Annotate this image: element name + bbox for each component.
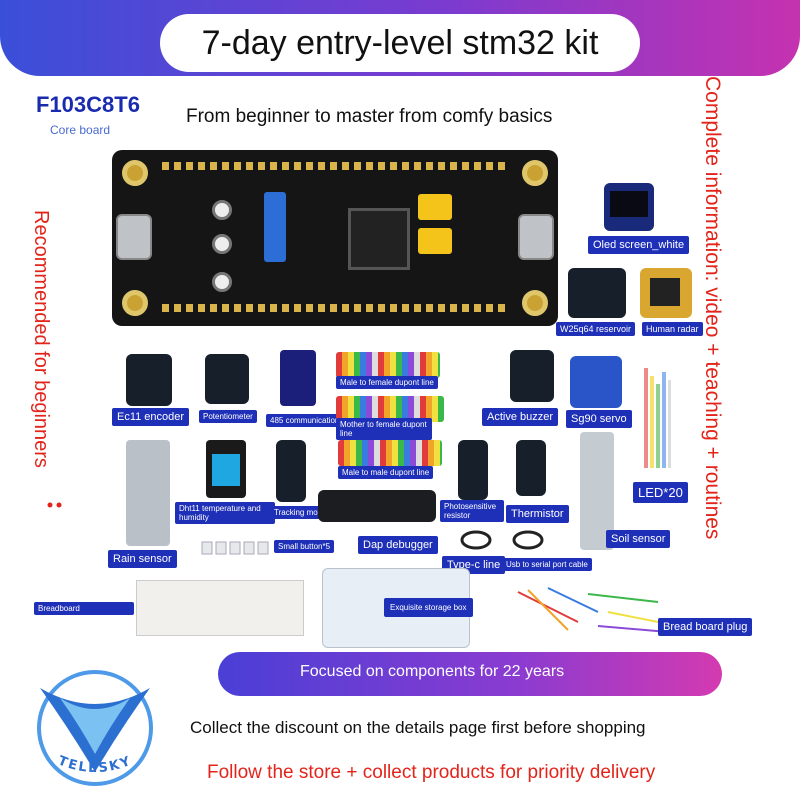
label-bb-plug: Bread board plug xyxy=(658,618,753,636)
label-potentiometer: Potentiometer xyxy=(199,410,257,423)
footer-banner xyxy=(218,652,722,696)
label-storage: Exquisite storage box xyxy=(384,598,473,617)
label-thermistor: Thermistor xyxy=(506,505,569,523)
rs485-image xyxy=(280,350,316,406)
svg-text:TELESKY: TELESKY xyxy=(56,753,134,776)
pin-header-top xyxy=(162,162,508,170)
side-text-right: Complete information: video + teaching +… xyxy=(701,76,724,540)
tagline: From beginner to master from comfy basic… xyxy=(186,106,553,127)
breadboard-image xyxy=(136,580,304,636)
mcu-chip-icon xyxy=(348,208,410,270)
label-photo: Photosensitive resistor xyxy=(440,500,504,522)
label-rs485: 485 communication xyxy=(266,414,344,427)
follow-store-text: Follow the store + collect products for … xyxy=(207,762,656,783)
mount-hole xyxy=(122,160,148,186)
label-oled: Oled screen_white xyxy=(588,236,690,254)
mm-dupont-image xyxy=(338,440,442,466)
servo-image xyxy=(570,356,622,408)
dht11-image xyxy=(206,440,246,498)
label-led: LED*20 xyxy=(633,482,688,503)
label-sg90: Sg90 servo xyxy=(566,410,632,428)
chip-name: F103C8T6 xyxy=(36,92,140,117)
telesky-logo: TELESKY xyxy=(20,660,170,790)
swd-header-icon xyxy=(264,192,286,262)
label-fm-dupont: Mother to female dupont line xyxy=(336,418,432,440)
chip-subtitle: Core board xyxy=(50,123,111,137)
label-rain: Rain sensor xyxy=(108,550,177,568)
label-dht11: Dht11 temperature and humidity xyxy=(175,502,275,524)
mf-dupont-image xyxy=(336,352,440,378)
photoresistor-image xyxy=(458,440,488,500)
mount-hole xyxy=(122,290,148,316)
label-active-buzzer: Active buzzer xyxy=(482,408,559,426)
usb-c-port-icon xyxy=(116,214,152,260)
fm-dupont-image xyxy=(336,396,444,422)
mount-hole xyxy=(522,290,548,316)
label-w25q64: W25q64 reservoir xyxy=(556,322,636,336)
potentiometer-image xyxy=(205,354,249,404)
human-radar-image xyxy=(640,268,692,318)
label-dap: Dap debugger xyxy=(358,536,438,554)
label-human-radar: Human radar xyxy=(642,322,703,336)
label-usb-serial: Usb to serial port cable xyxy=(502,558,592,571)
usb-serial-cable-image xyxy=(510,528,550,552)
jumper-icon xyxy=(418,194,452,220)
label-soil: Soil sensor xyxy=(606,530,671,548)
label-mm-dupont: Male to male dupont line xyxy=(338,466,434,479)
dap-debugger-image xyxy=(318,490,436,522)
page-title: 7-day entry-level stm32 kit xyxy=(160,14,640,72)
pin-header-bottom xyxy=(162,304,508,312)
core-board-image xyxy=(112,150,558,326)
button-icon xyxy=(212,234,232,254)
usb-c-port-icon xyxy=(518,214,554,260)
label-mf-dupont: Male to female dupont line xyxy=(336,376,438,389)
button-icon xyxy=(212,272,232,292)
w25q64-image xyxy=(568,268,626,318)
oled-image xyxy=(604,183,654,231)
rain-sensor-image xyxy=(126,440,170,546)
logo-text: TELESKY xyxy=(56,753,132,776)
jumper-icon xyxy=(418,228,452,254)
red-dots-icon xyxy=(46,496,64,508)
label-small-button: Small button*5 xyxy=(274,540,335,553)
label-ec11: Ec11 encoder xyxy=(112,408,190,426)
type-c-cable-image xyxy=(458,528,494,552)
tracking-image xyxy=(276,440,306,502)
ec11-image xyxy=(126,354,172,406)
side-text-left: Recommended for beginners xyxy=(30,210,52,468)
buzzer-image xyxy=(510,350,554,402)
discount-text: Collect the discount on the details page… xyxy=(190,718,646,737)
label-breadboard: Breadboard xyxy=(34,602,134,615)
leds-image xyxy=(642,364,672,476)
mount-hole xyxy=(522,160,548,186)
thermistor-image xyxy=(516,440,546,496)
small-buttons-image xyxy=(200,536,272,558)
footer-banner-text: Focused on components for 22 years xyxy=(300,663,565,680)
button-icon xyxy=(212,200,232,220)
